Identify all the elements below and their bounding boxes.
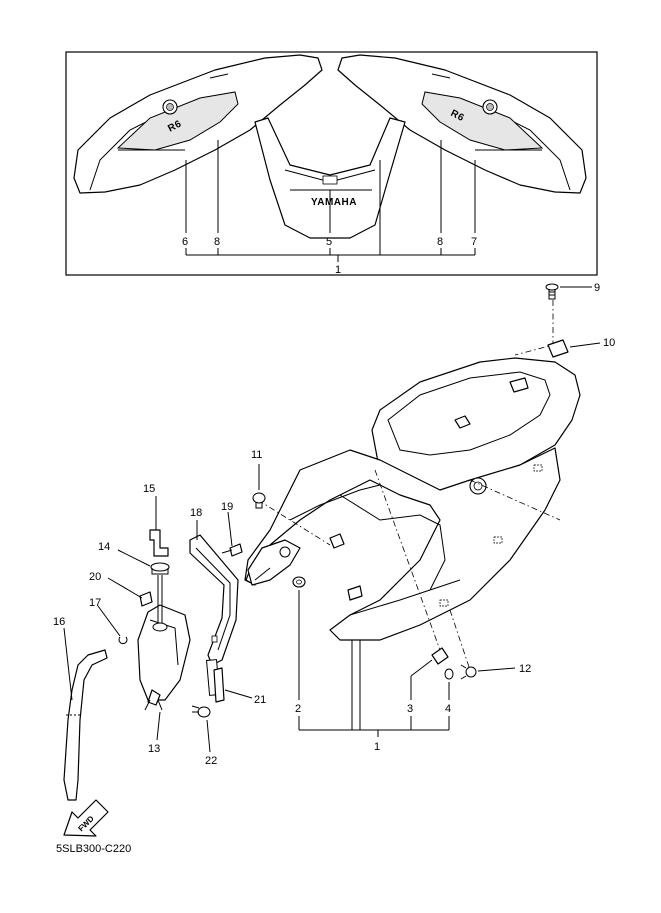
tank-leader-lines [63,496,253,753]
callout-20: 20 [89,571,101,583]
callout-11: 11 [251,449,262,461]
callout-2: 2 [295,703,301,715]
callout-8-left: 8 [214,236,220,248]
callout-19: 19 [221,501,233,513]
drawing-code: 5SLB300-C220 [56,843,131,855]
callout-18: 18 [190,507,202,519]
callout-16: 16 [53,616,65,628]
yamaha-logo-text: YAMAHA [311,197,357,208]
callout-4: 4 [445,703,451,715]
callout-8-right: 8 [437,236,443,248]
decal-inset: R6 R6 YAMAHA [65,51,598,276]
left-side-cover-illustration: R6 [73,54,323,194]
callout-7: 7 [471,236,477,248]
callout-1-bottom: 1 [374,741,380,753]
callout-15: 15 [143,483,155,495]
callout-6: 6 [182,236,188,248]
hardware-parts [252,283,601,680]
callout-22: 22 [205,755,217,767]
seat-cowl-assembly [244,300,581,671]
inset-leader-lines [185,140,476,262]
callout-3: 3 [407,703,413,715]
callout-13: 13 [148,743,160,755]
fwd-arrow-icon: FWD [63,799,109,837]
callout-17: 17 [89,597,101,609]
tank-assembly [63,529,243,801]
callout-9: 9 [594,282,600,294]
right-side-cover-illustration: R6 [337,54,587,194]
bottom-leader-lines [298,590,450,737]
callout-14: 14 [98,541,110,553]
callout-10: 10 [603,337,615,349]
callout-1-top: 1 [335,264,341,276]
callout-21: 21 [254,694,266,706]
rear-center-cover-illustration: YAMAHA [254,117,406,239]
callout-5: 5 [326,236,332,248]
callout-12: 12 [519,663,531,675]
